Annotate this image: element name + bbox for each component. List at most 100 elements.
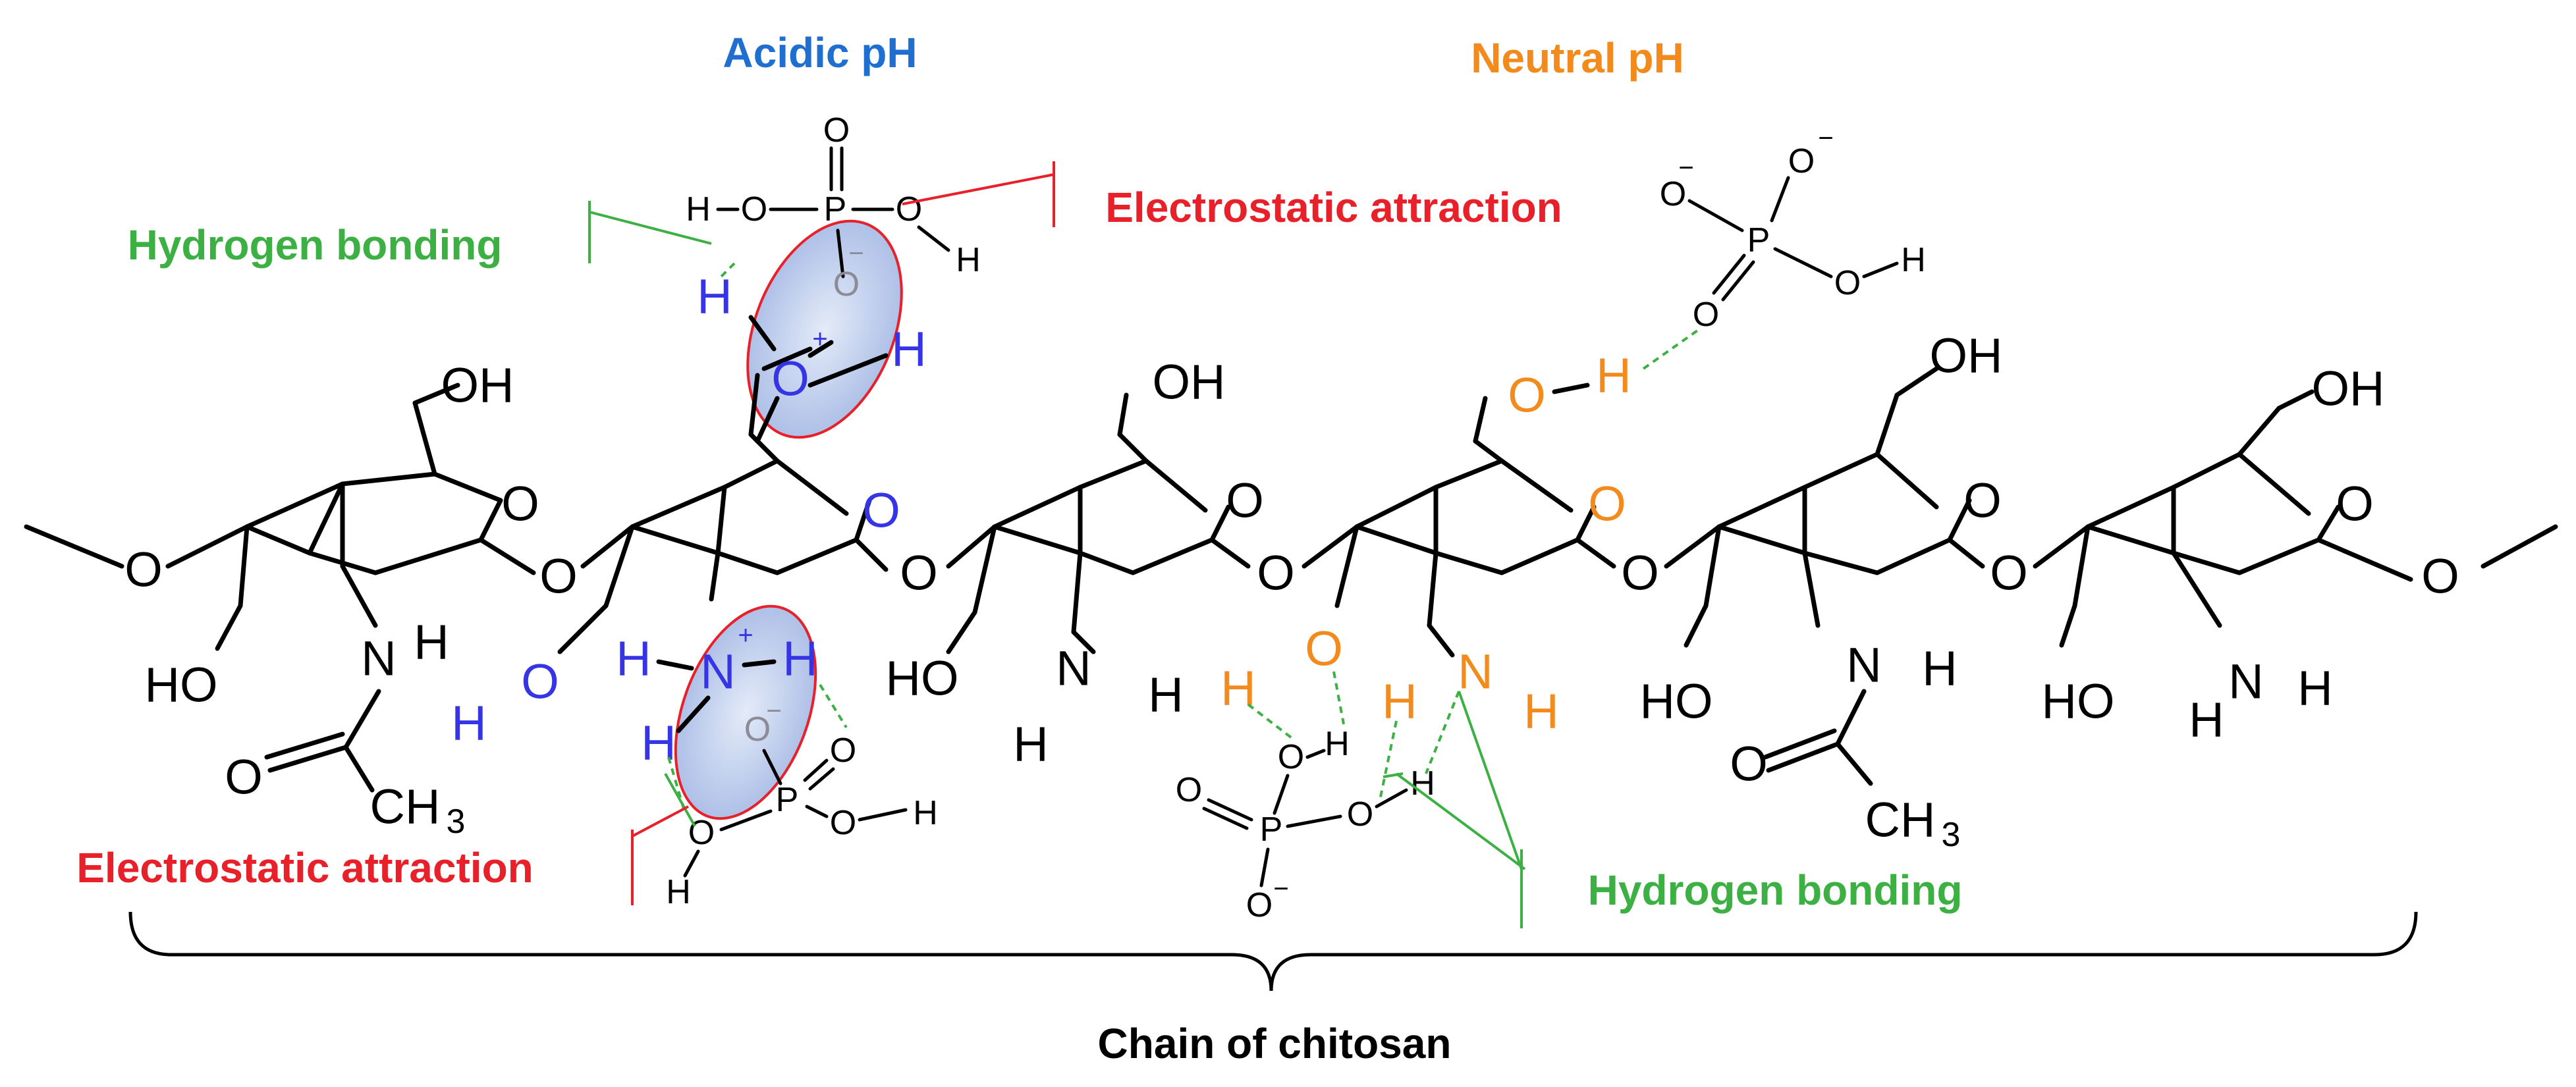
atom-h-ring1: H — [414, 615, 449, 670]
atom-o-gly56: O — [1990, 546, 2028, 600]
atom-o-ring3: O — [1226, 473, 1264, 528]
atom-o-acetyl1: O — [225, 750, 263, 805]
atom-h-ring4-b: H — [1523, 684, 1558, 739]
atom-h-phosphate-bottom-right: H — [913, 794, 938, 832]
charge-neutral-phosphate-left: − — [1678, 153, 1693, 182]
atom-ho-ring1: HO — [145, 658, 218, 712]
charge-phosphate-bottom-anion: − — [766, 697, 781, 726]
atom-ch3-ring1: CH — [370, 780, 441, 834]
atom-h-ammonium-left: H — [616, 631, 651, 686]
atom-o-neutral-phosphate-left: O — [1660, 175, 1686, 213]
chitosan-chain — [24, 366, 2558, 793]
label-neutral-ph: Neutral pH — [1471, 34, 1684, 82]
neutral-bottom-phosphate: O H P O O H O − — [1176, 671, 1526, 928]
charge-phosphate-top-anion: − — [848, 239, 863, 268]
label-acidic-ph: Acidic pH — [723, 29, 917, 76]
atom-o-neutral-hydroxyl: O — [1508, 368, 1546, 423]
atom-o-phosphate-top-upper: O — [823, 111, 850, 149]
atom-o-ring5: O — [1963, 473, 2002, 528]
atom-p-phosphate-top: P — [824, 190, 847, 228]
neutral-top-phosphate: O − O − P O H O O H — [1508, 124, 1926, 423]
atom-ho-ring5: HO — [1640, 674, 1713, 729]
label-chain-of-chitosan: Chain of chitosan — [1098, 1020, 1452, 1067]
atom-o-phosphate-bottom-anion: O — [744, 710, 771, 749]
atom-h-ring3-a: H — [1148, 668, 1183, 722]
atom-ch3-ring5-sub: 3 — [1942, 816, 1961, 854]
atom-oh-ring5: OH — [1930, 329, 2003, 383]
atom-h-hydronium-left: H — [697, 269, 732, 324]
atom-n-ring5: N — [1846, 638, 1881, 693]
label-hydrogen-bonding-right: Hydrogen bonding — [1588, 866, 1963, 914]
charge-neutral-phosphate-upper: − — [1818, 124, 1833, 153]
atom-h-hydronium-right: H — [891, 322, 926, 377]
chain-atoms: O OH O HO N H O CH 3 O O O H O OH O HO N… — [124, 329, 2459, 855]
ion-pair-ellipse-bottom — [674, 604, 817, 820]
atom-h-neutral-phosphate-right: H — [1901, 241, 1926, 279]
atom-h-neutral-bottom-right: H — [1410, 764, 1435, 803]
charge-hydronium: + — [812, 325, 827, 354]
atom-o-ring1: O — [501, 477, 539, 531]
atom-o-phosphate-bottom-right: O — [830, 804, 856, 842]
atom-o-neutral-bottom-right: O — [1347, 795, 1373, 834]
atom-o-phosphate-bottom-upper: O — [830, 731, 856, 770]
atom-o-ring6-right: O — [2421, 549, 2459, 604]
atom-o-ring4-hydroxyl: O — [1305, 622, 1343, 676]
atom-h-neutral-bottom-upper: H — [1325, 725, 1350, 763]
atom-o-gly12: O — [539, 549, 578, 604]
charge-ammonium: + — [738, 621, 753, 650]
atom-ho-ring3: HO — [886, 651, 959, 706]
atom-ch3-ring1-sub: 3 — [447, 803, 466, 841]
atom-h-ring6-b: H — [2297, 661, 2332, 716]
atom-n-ring1: N — [361, 631, 396, 686]
atom-o-ring4: O — [1588, 477, 1626, 531]
atom-o-ring6: O — [2336, 477, 2374, 531]
atom-h-ammonium-right: H — [782, 631, 817, 686]
atom-oh-ring3: OH — [1153, 355, 1226, 410]
atom-o-phosphate-top-right: O — [896, 190, 922, 228]
atom-n-ring6: N — [2228, 654, 2263, 709]
atom-h-ring2-hydroxyl: H — [451, 696, 486, 751]
atom-o-neutral-bottom-left: O — [1176, 771, 1202, 809]
atom-h-phosphate-top: H — [686, 190, 711, 228]
ion-pair-ellipse-top — [746, 219, 903, 439]
atom-o-ring2: O — [862, 483, 900, 538]
label-electrostatic-top: Electrostatic attraction — [1105, 184, 1562, 231]
atom-o-ring1-left: O — [124, 543, 163, 597]
atom-n-ammonium: N — [700, 645, 735, 699]
atom-o-ring2-hydroxyl: O — [521, 654, 559, 709]
atom-o-phosphate-top-left: O — [741, 190, 767, 228]
label-hydrogen-bonding-left: Hydrogen bonding — [128, 221, 503, 269]
atom-o-neutral-phosphate-lower: O — [1693, 296, 1719, 334]
chain-brace — [128, 911, 2418, 992]
atom-h-phosphate-top-right: H — [956, 241, 981, 279]
atom-o-neutral-bottom-upper: O — [1278, 738, 1304, 776]
atom-h-phosphate-bottom-left: H — [666, 873, 691, 911]
atom-oh-ring6: OH — [2312, 361, 2385, 416]
atom-o-neutral-phosphate-right: O — [1834, 264, 1861, 302]
atom-ho-ring6: HO — [2042, 674, 2115, 729]
atom-o-phosphate-top-anion: O — [833, 265, 860, 304]
atom-h-ring6-a: H — [2189, 693, 2224, 747]
acidic-bottom-complex: H N + H H O − P O O H O H — [616, 621, 938, 911]
atom-p-neutral-phosphate: P — [1747, 221, 1770, 259]
atom-ch3-ring5: CH — [1865, 793, 1936, 847]
atom-h-neutral-hydroxyl: H — [1596, 348, 1631, 403]
atom-oh-ring1: OH — [441, 358, 514, 413]
atom-o-neutral-bottom-lower: O — [1246, 886, 1273, 924]
label-electrostatic-bottom: Electrostatic attraction — [76, 844, 534, 891]
atom-o-neutral-phosphate-upper: O — [1788, 142, 1815, 180]
atom-o-gly45: O — [1621, 546, 1659, 600]
atom-n-ring3: N — [1056, 641, 1091, 696]
atom-o-gly23: O — [900, 546, 938, 600]
atom-h-ring5: H — [1922, 641, 1957, 696]
atom-p-neutral-bottom: P — [1260, 810, 1283, 849]
atom-p-phosphate-bottom: P — [776, 781, 799, 819]
atom-o-gly34: O — [1257, 546, 1295, 600]
charge-neutral-bottom-lower: − — [1273, 874, 1288, 903]
atom-n-ring4: N — [1458, 645, 1493, 699]
atom-o-acetyl5: O — [1730, 737, 1768, 791]
atom-h-ring4-a: H — [1382, 674, 1417, 729]
atom-h-ring3-b: H — [1013, 717, 1048, 772]
acidic-top-complex: H O P O O H O − H O + H — [588, 111, 1055, 444]
